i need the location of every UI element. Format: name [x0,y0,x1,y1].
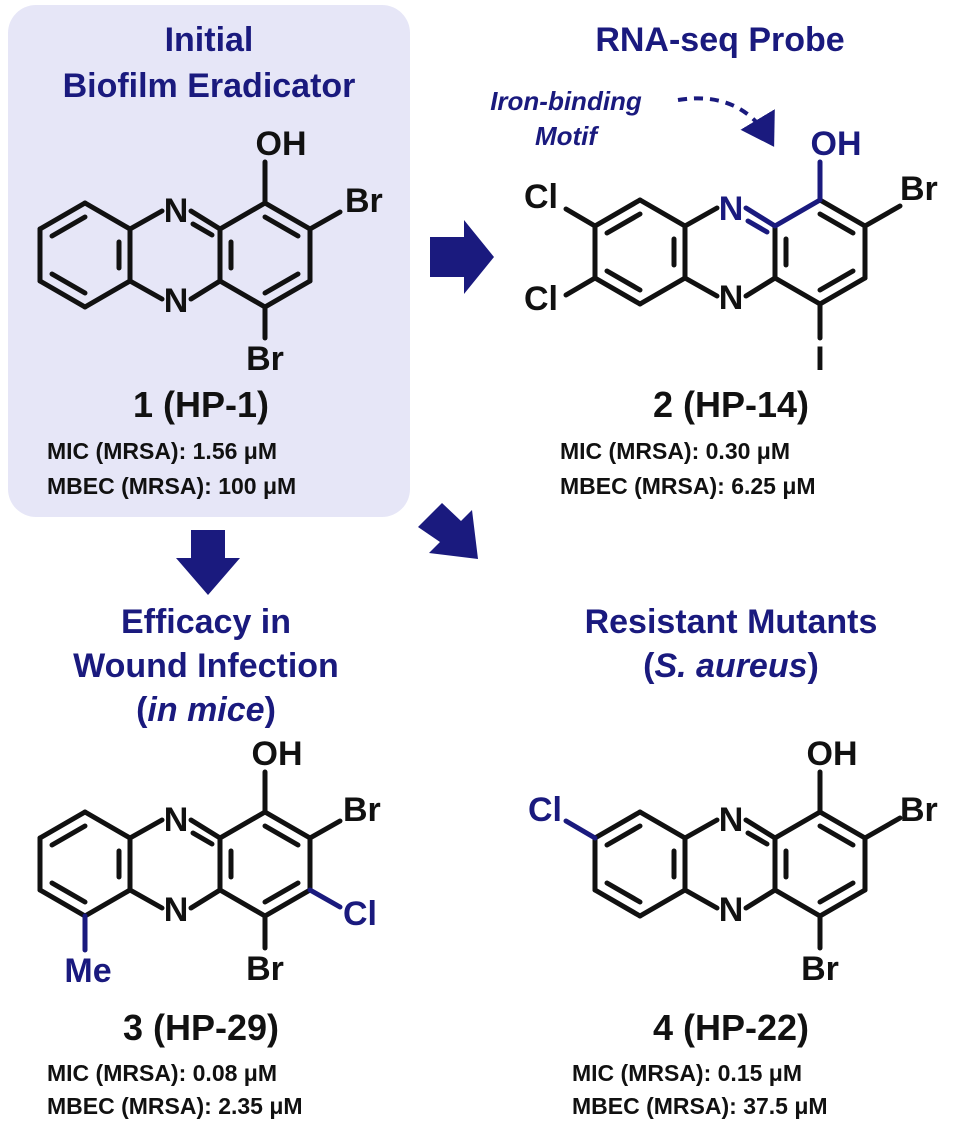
panel-3-header-line2: Wound Infection [73,647,339,685]
panel-2: RNA-seq Probe Iron-binding Motif [490,21,938,499]
mic-value-2: MIC (MRSA): 0.30 μM [560,438,790,464]
compound-label-1: 1 (HP-1) [133,384,269,425]
atom-oh: OH [811,125,862,163]
atom-cl: Cl [528,791,562,829]
motif-label-line1: Iron-binding [490,86,642,116]
atom-br: Br [246,950,284,988]
compound-label-2: 2 (HP-14) [653,384,809,425]
compound-label-4: 4 (HP-22) [653,1007,809,1048]
atom-i: I [815,340,824,378]
atom-oh: OH [256,125,307,163]
highlight-box [8,5,410,517]
mbec-value-3: MBEC (MRSA): 2.35 μM [47,1093,303,1119]
mbec-value-1: MBEC (MRSA): 100 μM [47,473,296,499]
mic-value-3: MIC (MRSA): 0.08 μM [47,1060,277,1086]
structure-1: N N OH Br Br [37,125,383,378]
compound-label-3: 3 (HP-29) [123,1007,279,1048]
panel-3-header-line3: (in mice) [136,691,276,729]
atom-br: Br [900,791,938,829]
atom-n: N [719,190,744,228]
panel-1-header-line1: Initial [165,21,254,59]
atom-cl: Cl [524,178,558,216]
mbec-value-2: MBEC (MRSA): 6.25 μM [560,473,816,499]
panel-3: Efficacy in Wound Infection (in mice) [37,603,381,1119]
arrow-right-icon [430,220,494,294]
atom-cl: Cl [343,895,377,933]
arrow-diagonal-icon [418,503,478,559]
atom-n: N [164,891,189,929]
atom-n: N [164,192,189,230]
panel-2-header: RNA-seq Probe [595,21,844,59]
atom-br: Br [343,791,381,829]
atom-me: Me [64,952,111,990]
structure-2: N N OH Br I Cl Cl [524,125,938,378]
panel-1: Initial Biofilm Eradicator [37,21,383,499]
mic-value-1: MIC (MRSA): 1.56 μM [47,438,277,464]
atom-br: Br [801,950,839,988]
atom-n: N [164,801,189,839]
structure-3: N N OH Br Cl Br Me [37,735,381,990]
arrow-down-icon [176,530,240,595]
atom-br: Br [345,182,383,220]
panel-4-header-line2: (S. aureus) [643,647,819,685]
atom-br: Br [246,340,284,378]
atom-br: Br [900,170,938,208]
mic-value-4: MIC (MRSA): 0.15 μM [572,1060,802,1086]
panel-3-header-line1: Efficacy in [121,603,291,641]
mbec-value-4: MBEC (MRSA): 37.5 μM [572,1093,828,1119]
atom-n: N [719,891,744,929]
atom-n: N [719,279,744,317]
panel-1-header-line2: Biofilm Eradicator [63,67,356,105]
atom-cl: Cl [524,280,558,318]
atom-n: N [164,282,189,320]
dashed-arrow-icon [677,96,775,147]
atom-oh: OH [252,735,303,773]
motif-label-line2: Motif [535,121,599,151]
panel-4: Resistant Mutants (S. aureus) [528,603,938,1119]
atom-n: N [719,801,744,839]
atom-oh: OH [807,735,858,773]
panel-4-header-line1: Resistant Mutants [585,603,878,641]
structure-4: N N OH Br Br Cl [528,735,938,988]
